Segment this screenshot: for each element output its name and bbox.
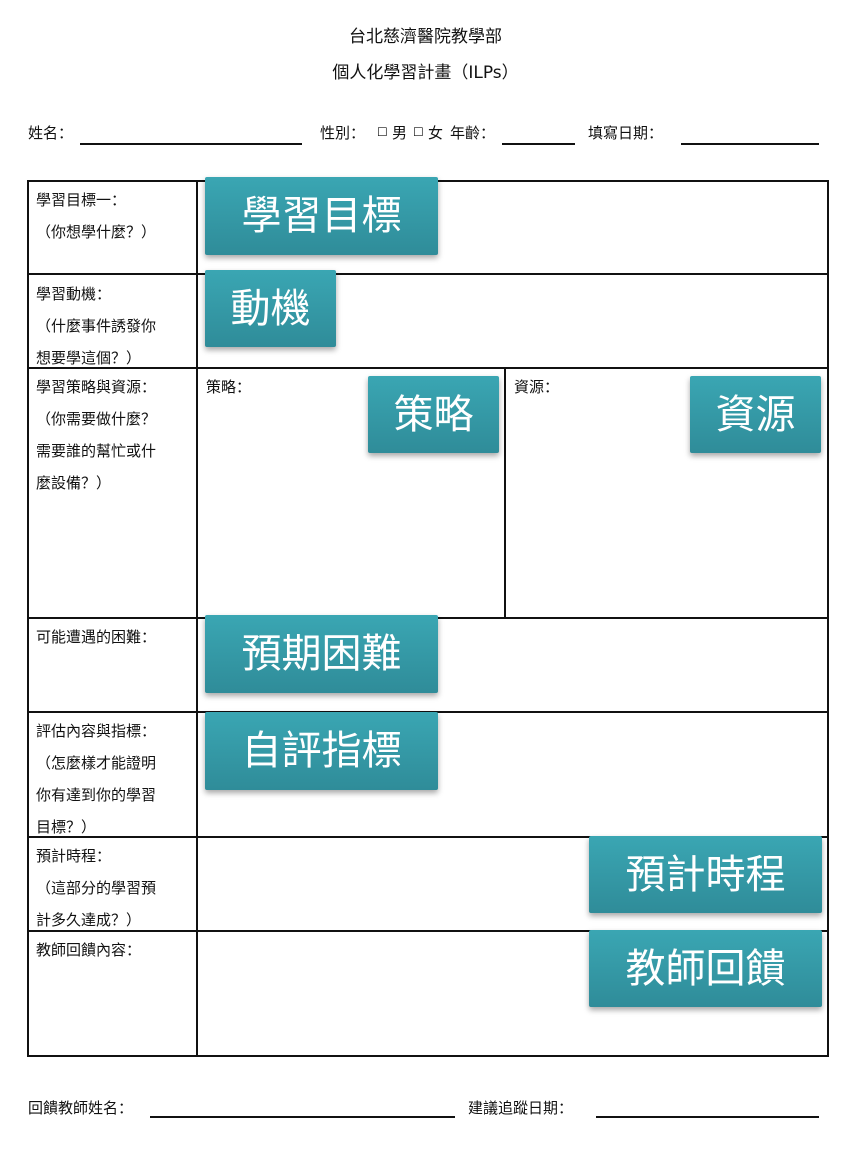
feedback-label: 教師回饋內容： bbox=[36, 941, 142, 959]
teacher-name-label: 回饋教師姓名： bbox=[28, 1099, 134, 1117]
date-field[interactable] bbox=[681, 143, 819, 145]
timeline-tag: 預計時程 bbox=[589, 836, 822, 913]
hospital-department-title: 台北慈濟醫院教學部 bbox=[349, 27, 502, 47]
name-field[interactable] bbox=[80, 143, 302, 145]
goal-label: 學習目標一：（你想學什麼？） bbox=[36, 191, 157, 241]
evaluation-tag: 自評指標 bbox=[205, 712, 438, 790]
followup-date-label: 建議追蹤日期： bbox=[468, 1099, 574, 1117]
followup-date-field[interactable] bbox=[596, 1116, 819, 1118]
difficulty-tag: 預期困難 bbox=[205, 615, 438, 693]
timeline-label: 預計時程：（這部分的學習預計多久達成？） bbox=[36, 847, 157, 929]
gender-label: 性別： bbox=[320, 124, 366, 142]
resource-tag: 資源 bbox=[690, 376, 821, 453]
age-field[interactable] bbox=[502, 143, 575, 145]
female-checkbox[interactable]: ☐ bbox=[413, 125, 424, 139]
age-label: 年齡： bbox=[450, 124, 496, 142]
male-checkbox[interactable]: ☐ bbox=[377, 125, 388, 139]
form-title: 個人化學習計畫（ILPs） bbox=[332, 63, 519, 83]
goal-tag: 學習目標 bbox=[205, 177, 438, 255]
teacher-name-field[interactable] bbox=[150, 1116, 455, 1118]
evaluation-label: 評估內容與指標：（怎麼樣才能證明你有達到你的學習目標？） bbox=[36, 722, 157, 836]
name-label: 姓名： bbox=[28, 124, 74, 142]
resource-sublabel: 資源： bbox=[514, 378, 560, 396]
motivation-tag: 動機 bbox=[205, 270, 336, 347]
male-label: 男 bbox=[392, 124, 408, 142]
difficulty-label: 可能遭遇的困難： bbox=[36, 628, 157, 646]
feedback-tag: 教師回饋 bbox=[589, 930, 822, 1007]
female-label: 女 bbox=[428, 124, 444, 142]
motivation-label: 學習動機：（什麼事件誘發你想要學這個？） bbox=[36, 285, 157, 367]
strategy-resource-label: 學習策略與資源：（你需要做什麼？需要誰的幫忙或什麼設備？） bbox=[36, 378, 157, 492]
strategy-tag: 策略 bbox=[368, 376, 499, 453]
date-label: 填寫日期： bbox=[588, 124, 664, 142]
strategy-sublabel: 策略： bbox=[206, 378, 252, 396]
